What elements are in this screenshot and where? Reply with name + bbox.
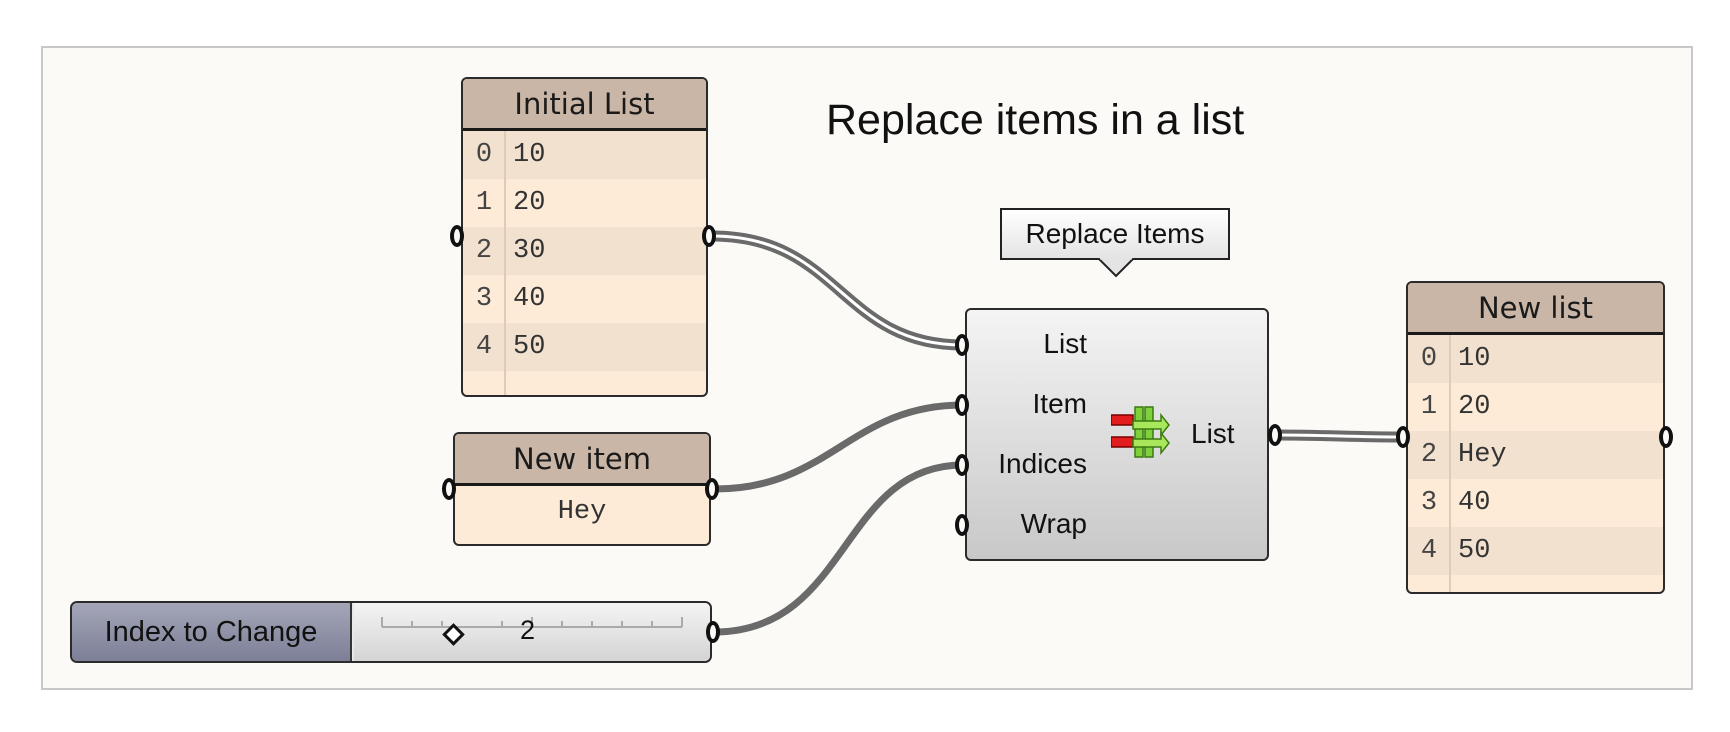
index-gutter bbox=[1449, 335, 1451, 592]
slider-grip-icon bbox=[442, 623, 465, 646]
new-item-title: New item bbox=[455, 434, 709, 486]
list-item: 4 50 bbox=[1408, 527, 1663, 575]
new-item-output-port[interactable] bbox=[705, 478, 719, 500]
initial-list-rows: 0 10 1 20 2 30 3 40 4 50 bbox=[463, 131, 706, 371]
item-value: 20 bbox=[513, 188, 546, 218]
list-item: 1 20 bbox=[1408, 383, 1663, 431]
item-value: 40 bbox=[1458, 488, 1491, 518]
wire-initial-list bbox=[711, 230, 964, 351]
new-list-input-port[interactable] bbox=[1396, 426, 1410, 448]
index-gutter bbox=[504, 131, 506, 395]
wire-output bbox=[1277, 429, 1403, 443]
new-list-output-port[interactable] bbox=[1659, 426, 1673, 448]
initial-list-output-port[interactable] bbox=[702, 225, 716, 247]
initial-list-input-port[interactable] bbox=[450, 225, 464, 247]
item-index: 2 bbox=[1420, 440, 1438, 470]
slider-track[interactable] bbox=[354, 603, 710, 661]
new-list-rows: 0 10 1 20 2 Hey 3 40 4 50 bbox=[1408, 335, 1663, 575]
item-index: 4 bbox=[1420, 536, 1438, 566]
item-value: 40 bbox=[513, 284, 546, 314]
new-item-panel[interactable]: New item Hey bbox=[453, 432, 711, 546]
list-item: 2 Hey bbox=[1408, 431, 1663, 479]
slider-value: 2 bbox=[520, 615, 536, 645]
item-value: 20 bbox=[1458, 392, 1491, 422]
item-index: 4 bbox=[475, 332, 493, 362]
input-label-list: List bbox=[1043, 328, 1087, 359]
slider-output-port[interactable] bbox=[706, 621, 720, 643]
item-value: 50 bbox=[1458, 536, 1491, 566]
item-index: 3 bbox=[475, 284, 493, 314]
list-item: 4 50 bbox=[463, 323, 706, 371]
item-index: 1 bbox=[1420, 392, 1438, 422]
initial-list-title: Initial List bbox=[463, 79, 706, 131]
input-label-indices: Indices bbox=[998, 448, 1087, 479]
item-value: 50 bbox=[513, 332, 546, 362]
replace-items-icon bbox=[1111, 406, 1170, 458]
list-item: 0 10 bbox=[1408, 335, 1663, 383]
wire-new-item bbox=[714, 401, 964, 493]
initial-list-body: 0 10 1 20 2 30 3 40 4 50 bbox=[463, 131, 706, 395]
replace-items-component[interactable]: List Item Indices Wrap List bbox=[965, 308, 1269, 561]
list-item: 3 40 bbox=[463, 275, 706, 323]
item-index: 3 bbox=[1420, 488, 1438, 518]
list-item: 0 10 bbox=[463, 131, 706, 179]
new-item-input-port[interactable] bbox=[442, 478, 456, 500]
new-item-value: Hey bbox=[557, 497, 607, 527]
item-index: 0 bbox=[475, 140, 493, 170]
item-input-port[interactable] bbox=[955, 394, 969, 416]
initial-list-panel[interactable]: Initial List 0 10 1 20 2 30 3 40 4 50 bbox=[461, 77, 708, 397]
item-index: 0 bbox=[1420, 344, 1438, 374]
item-index: 2 bbox=[475, 236, 493, 266]
new-list-body: 0 10 1 20 2 Hey 3 40 4 50 bbox=[1408, 335, 1663, 592]
new-list-panel[interactable]: New list 0 10 1 20 2 Hey 3 40 4 50 bbox=[1406, 281, 1665, 594]
component-tooltip: Replace Items bbox=[1000, 208, 1230, 260]
index-slider[interactable]: Index to Change 2 bbox=[70, 601, 712, 663]
item-value: 10 bbox=[1458, 344, 1491, 374]
list-item: 3 40 bbox=[1408, 479, 1663, 527]
wire-index bbox=[713, 461, 964, 636]
indices-input-port[interactable] bbox=[955, 454, 969, 476]
output-label-list: List bbox=[1191, 418, 1235, 449]
wrap-input-port[interactable] bbox=[955, 514, 969, 536]
slider-ticks bbox=[381, 617, 683, 646]
input-label-item: Item bbox=[1032, 388, 1087, 419]
item-value: 10 bbox=[513, 140, 546, 170]
slider-name: Index to Change bbox=[72, 603, 352, 661]
list-output-port[interactable] bbox=[1268, 424, 1282, 446]
list-item: 1 20 bbox=[463, 179, 706, 227]
item-value: 30 bbox=[513, 236, 546, 266]
list-item: 2 30 bbox=[463, 227, 706, 275]
item-index: 1 bbox=[475, 188, 493, 218]
new-list-title: New list bbox=[1408, 283, 1663, 335]
diagram-title: Replace items in a list bbox=[826, 96, 1245, 144]
item-value: Hey bbox=[1458, 440, 1507, 470]
input-label-wrap: Wrap bbox=[1020, 508, 1087, 539]
list-input-port[interactable] bbox=[955, 334, 969, 356]
tooltip-pointer bbox=[1098, 258, 1135, 278]
